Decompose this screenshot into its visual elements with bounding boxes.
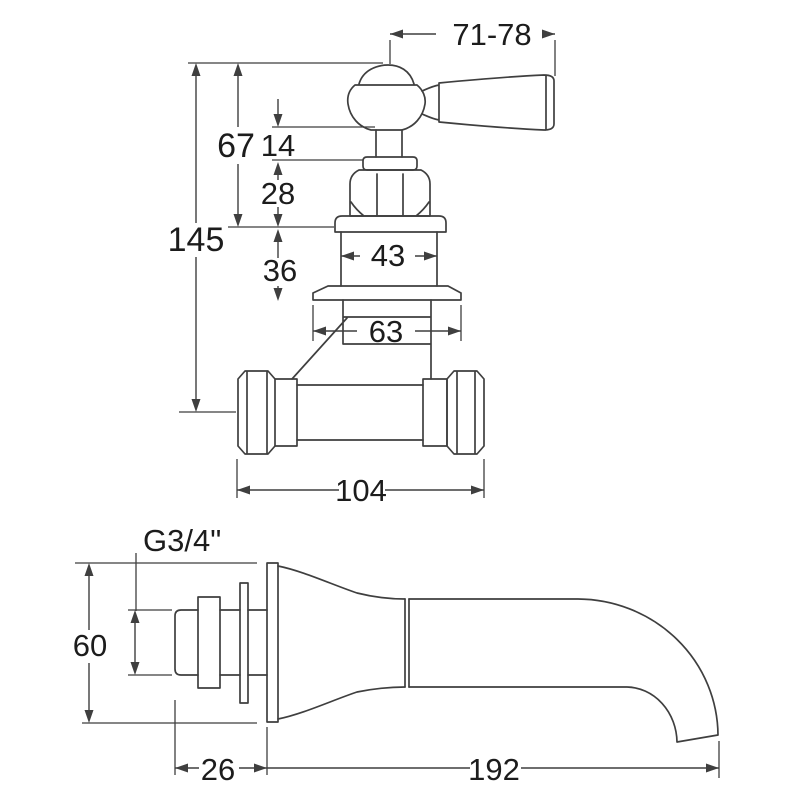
- lever-ball: [346, 64, 427, 131]
- right-compression-nut: [446, 370, 485, 455]
- wall-flange: [312, 285, 462, 301]
- inlet-pipe-lines: [219, 609, 268, 676]
- valve-stem: [375, 129, 403, 158]
- dim-spout-reach: 192: [468, 752, 520, 787]
- dim-body-width: 43: [371, 238, 405, 273]
- inlet-washer: [239, 582, 249, 704]
- valve-front-view: 71-78 145 67 14 28 36 43 63 104: [168, 17, 556, 508]
- dim-overall-height: 145: [168, 221, 225, 259]
- dim-handle-height: 67: [217, 127, 255, 165]
- dim-flange-diameter: 63: [369, 314, 403, 349]
- dim-inlet-thread: G3/4": [143, 523, 221, 558]
- spout-seam: [404, 598, 410, 688]
- dim-flange-drop: 36: [263, 253, 297, 288]
- dim-stem-height: 14: [261, 128, 295, 163]
- dim-lever-length: 71-78: [452, 17, 531, 52]
- flange-tail-cylinder: [291, 299, 432, 380]
- lever-handle: [421, 74, 555, 131]
- inlet-backnut: [197, 596, 221, 689]
- spout-barrel: [408, 598, 719, 743]
- valve-extension-lines: [179, 40, 556, 498]
- dim-plate-height: 60: [73, 628, 107, 663]
- spout-side-view: G3/4" 60 26 192: [73, 523, 720, 787]
- dim-tee-width: 104: [335, 473, 387, 508]
- spout-extension-lines: [75, 553, 720, 778]
- inlet-thread-cap: [174, 609, 199, 676]
- spout-flare: [277, 565, 406, 720]
- dim-bonnet-height: 28: [261, 176, 295, 211]
- body-top-cap: [334, 215, 447, 233]
- tee-pipe-body: [296, 384, 424, 441]
- left-collar: [274, 378, 298, 447]
- valve-body-cylinder: [340, 231, 438, 287]
- wall-plate: [266, 562, 279, 723]
- dim-inlet-projection: 26: [201, 752, 235, 787]
